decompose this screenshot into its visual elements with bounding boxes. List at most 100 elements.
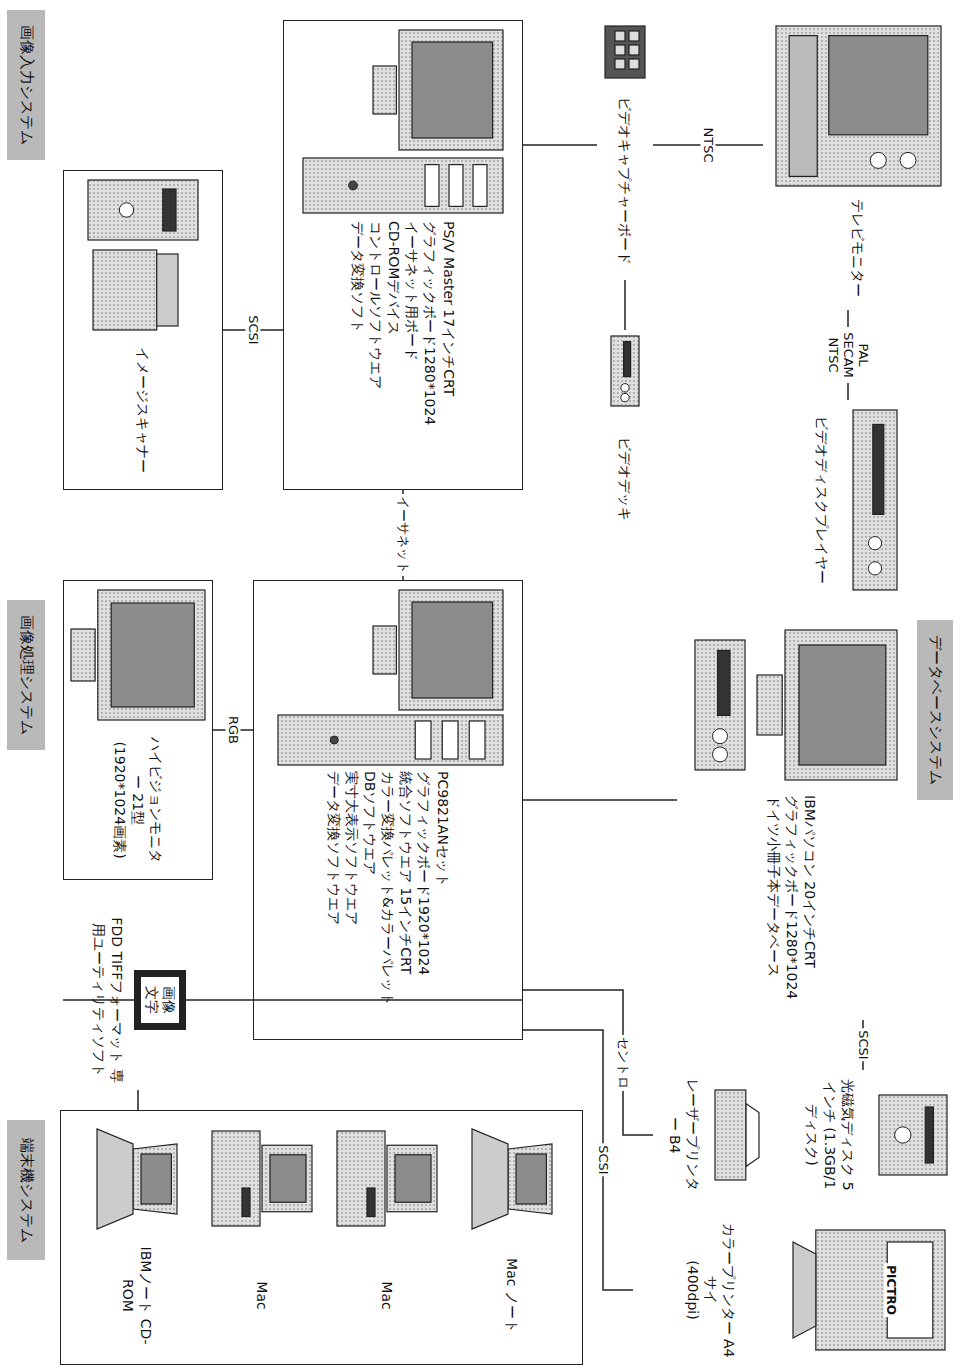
connection-label: RGB — [226, 714, 241, 746]
device-node: Mac — [202, 1121, 322, 1356]
node-text: グラフィックボード1280*1024 — [421, 221, 439, 425]
mac-monitor — [262, 1145, 312, 1212]
scanner-lid — [157, 254, 178, 326]
device-knob — [870, 152, 886, 168]
mac-monitor — [387, 1145, 437, 1212]
connection-label: セントロ — [616, 1035, 631, 1091]
node-text: ハイビジョンモニター 21型 (1920*1024画素) — [111, 731, 166, 869]
tower-case — [278, 715, 503, 765]
monitor-case — [98, 590, 205, 720]
system-name: データベースシステム — [925, 635, 945, 785]
device-knob — [900, 152, 916, 168]
tower-illustration — [278, 715, 503, 765]
paper-tray — [746, 1104, 759, 1167]
mac-case — [337, 1131, 385, 1226]
device-node: レーザープリンター B4 — [653, 1070, 763, 1200]
device-knob — [621, 393, 629, 401]
device-node: 画像 文字FDD TIFFフォーマット 専用ユーティリティソフト — [63, 910, 213, 1090]
drive-slot — [415, 721, 431, 759]
connection-label: PAL SECAM NTSC — [826, 327, 871, 383]
board-chip — [629, 31, 639, 41]
device-knob — [895, 1127, 911, 1143]
drive-slot — [473, 165, 487, 207]
monitor-case — [399, 30, 503, 150]
system-box: PC9821ANセットグラフィックボード1920*1024統合ソフトウエア 15… — [253, 580, 523, 1040]
device-node: ビデオキャプチャーボード — [597, 20, 653, 280]
node-text: Mac ノート — [503, 1258, 521, 1333]
node-text: PS/V Master 17インチCRT — [439, 221, 457, 396]
device-node: ビデオディスクプレイヤー — [793, 400, 903, 600]
monitor-stand — [373, 66, 396, 114]
deck-illustration — [611, 336, 639, 406]
node-text: Mac — [378, 1281, 396, 1309]
printer-body — [816, 1230, 945, 1350]
board-chip — [615, 45, 625, 55]
mac-slot — [242, 1188, 250, 1217]
notebook-screen — [516, 1154, 546, 1204]
device-knob — [713, 729, 728, 744]
monitor-illustration — [373, 30, 503, 150]
node-text: IBMパソコン 20インチCRT — [801, 795, 819, 968]
board-illustration — [605, 26, 645, 78]
node-text: 統合ソフトウエア 15インチCRT — [397, 771, 415, 974]
drive-slot — [442, 721, 458, 759]
node-text: (400dpi) — [684, 1260, 702, 1319]
drive-slot — [163, 189, 176, 231]
brand-label: PICTRO — [884, 1263, 898, 1317]
node-text: Mac — [253, 1281, 271, 1309]
node-text: グラフィックボード1280*1024 — [783, 795, 801, 999]
system-name: 端末機システム — [16, 1138, 36, 1243]
connectors — [63, 145, 863, 1290]
deck-slot — [624, 342, 631, 377]
deck-case — [853, 410, 897, 590]
node-text: カラープリンター A4サイ — [702, 1219, 738, 1361]
node-text: イメージスキャナー — [134, 347, 152, 473]
monitor-stand — [373, 626, 396, 674]
monitor-stand — [71, 629, 95, 681]
notebook-base — [97, 1129, 133, 1229]
illustrations — [71, 26, 947, 1350]
device-knob — [868, 537, 881, 550]
board-chip — [615, 31, 625, 41]
notebook-lid — [133, 1144, 177, 1214]
notebook-lid — [508, 1144, 552, 1214]
device-node: Mac ノート — [452, 1121, 572, 1356]
system-box: イメージスキャナー — [63, 170, 223, 490]
monitor-illustration — [71, 590, 205, 720]
board-chip — [629, 59, 639, 69]
connector — [137, 1090, 139, 1110]
connection-label: SCSI — [596, 1143, 611, 1176]
drive-slot — [449, 165, 463, 207]
device-knob — [868, 562, 881, 575]
tower-illustration — [303, 158, 503, 213]
system-name: 画像入力システム — [16, 25, 36, 145]
printer-illustration — [715, 1090, 759, 1180]
node-text: IBMノート CD-ROM — [119, 1239, 155, 1352]
mac-case — [212, 1131, 260, 1226]
node-text: DBソフトウエア — [361, 771, 379, 875]
connection-label: イーサネット — [396, 494, 411, 576]
mac-illustration — [212, 1131, 312, 1226]
connector — [523, 144, 597, 146]
monitor-case — [399, 590, 503, 710]
deck-illustration — [695, 640, 745, 770]
deck-illustration — [853, 410, 897, 590]
deck-case — [695, 640, 745, 770]
monitor-screen — [412, 42, 493, 138]
device-node: 光磁気ディスク 5インチ (1.3GB/1ディスク) — [783, 1070, 953, 1200]
system-box: IBMノート CD-ROM Mac Mac Mac ノート — [60, 1110, 583, 1365]
system-name: 画像処理システム — [16, 615, 36, 735]
node-text: ドイツ小冊子本データベース — [765, 795, 783, 977]
paper-tray — [793, 1242, 816, 1338]
node-text: PC9821ANセット — [433, 771, 451, 887]
device-knob — [349, 181, 358, 190]
deck-slot — [718, 650, 731, 715]
system-label: 画像入力システム — [7, 10, 45, 160]
notebook-screen — [141, 1154, 171, 1204]
tv-case — [776, 26, 941, 186]
node-text: 実寸大表示ソフトウエア — [343, 771, 361, 925]
scanner-illustration — [93, 250, 178, 330]
device-node: カラープリンター A4サイ(400dpi) — [633, 1215, 953, 1365]
mac-screen — [270, 1155, 306, 1203]
